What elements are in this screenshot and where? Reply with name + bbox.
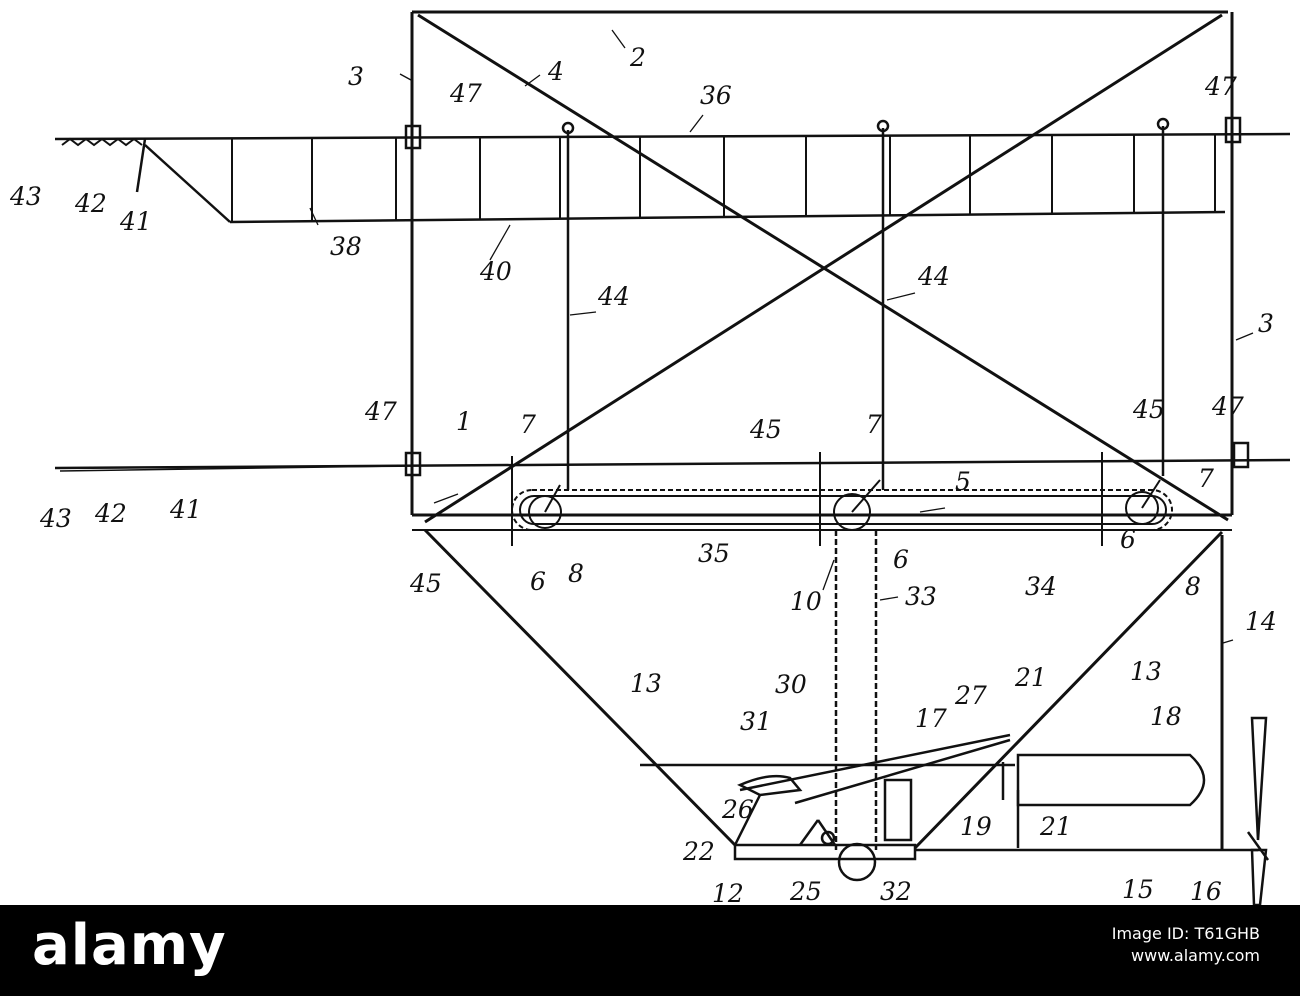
callout-7b: 7	[866, 410, 882, 439]
callout-43-bottom: 43	[39, 504, 72, 533]
callout-34: 34	[1025, 572, 1057, 601]
callout-13-left: 13	[630, 669, 662, 698]
callout-5: 5	[955, 467, 971, 496]
callout-47c: 47	[364, 397, 397, 426]
callout-41-top: 41	[119, 207, 152, 236]
lower-wing	[54, 441, 1291, 477]
patent-drawing: 1 2 3 3 4 5 6 6 6 7 7 7 8 8 10 12 13 13 …	[9, 10, 1291, 905]
callout-35: 35	[698, 539, 730, 568]
callout-18: 18	[1150, 702, 1182, 731]
alamy-logo: alamy	[32, 913, 227, 978]
callout-47d: 47	[1211, 392, 1244, 421]
callout-6a: 6	[530, 567, 546, 596]
callout-41-bottom: 41	[169, 495, 202, 524]
upper-wing	[54, 116, 1291, 224]
callout-2: 2	[629, 43, 646, 72]
callout-10: 10	[790, 587, 822, 616]
callout-47a: 47	[449, 79, 482, 108]
callout-43-top: 43	[9, 182, 42, 211]
callout-40: 40	[479, 257, 512, 286]
callout-45c: 45	[1132, 395, 1165, 424]
diagonal-braces	[417, 13, 1229, 524]
callout-44-left: 44	[597, 282, 630, 311]
callout-7a: 7	[520, 410, 536, 439]
callout-13-right: 13	[1130, 657, 1162, 686]
callout-14: 14	[1245, 607, 1277, 636]
callout-42-bottom: 42	[94, 499, 127, 528]
leader-lines	[309, 29, 1254, 644]
callout-47b: 47	[1204, 72, 1237, 101]
propeller	[1246, 716, 1270, 905]
callout-38: 38	[330, 232, 362, 261]
callout-4: 4	[547, 57, 564, 86]
callout-36: 36	[700, 81, 732, 110]
callout-31: 31	[740, 707, 772, 736]
callout-17: 17	[915, 704, 947, 733]
hanger-rods	[561, 117, 1170, 490]
callout-44-right: 44	[917, 262, 950, 291]
callout-3-left: 3	[348, 62, 364, 91]
callout-30: 30	[775, 670, 807, 699]
callout-19: 19	[960, 812, 992, 841]
callout-32: 32	[880, 877, 912, 905]
callout-25: 25	[789, 877, 822, 905]
callout-45b: 45	[749, 415, 782, 444]
callout-42-top: 42	[74, 189, 107, 218]
callout-26: 26	[721, 795, 754, 824]
callout-labels: 1 2 3 3 4 5 6 6 6 7 7 7 8 8 10 12 13 13 …	[9, 43, 1277, 905]
image-caption: Image ID: T61GHB www.alamy.com	[1112, 923, 1260, 967]
chain-track	[511, 452, 1173, 546]
callout-15: 15	[1122, 875, 1154, 904]
callout-8b: 8	[1185, 572, 1201, 601]
callout-7c: 7	[1198, 464, 1214, 493]
callout-16: 16	[1190, 877, 1222, 905]
lower-struts	[423, 528, 1224, 850]
image-id: Image ID: T61GHB	[1111, 924, 1260, 943]
site-url: www.alamy.com	[1131, 946, 1260, 965]
callout-8a: 8	[568, 559, 584, 588]
callout-21b: 21	[1039, 812, 1072, 841]
central-column	[834, 530, 878, 850]
callout-21a: 21	[1014, 663, 1047, 692]
callout-45a: 45	[409, 569, 442, 598]
callout-6b: 6	[893, 545, 909, 574]
callout-12: 12	[712, 879, 744, 905]
watermark-bar: alamy Image ID: T61GHB www.alamy.com	[0, 905, 1300, 996]
callout-1: 1	[456, 407, 472, 436]
callout-3-right: 3	[1258, 309, 1274, 338]
callout-27: 27	[954, 681, 987, 710]
callout-6c: 6	[1120, 525, 1136, 554]
callout-33: 33	[905, 582, 937, 611]
callout-22: 22	[682, 837, 715, 866]
engine-nacelle	[640, 733, 1258, 882]
